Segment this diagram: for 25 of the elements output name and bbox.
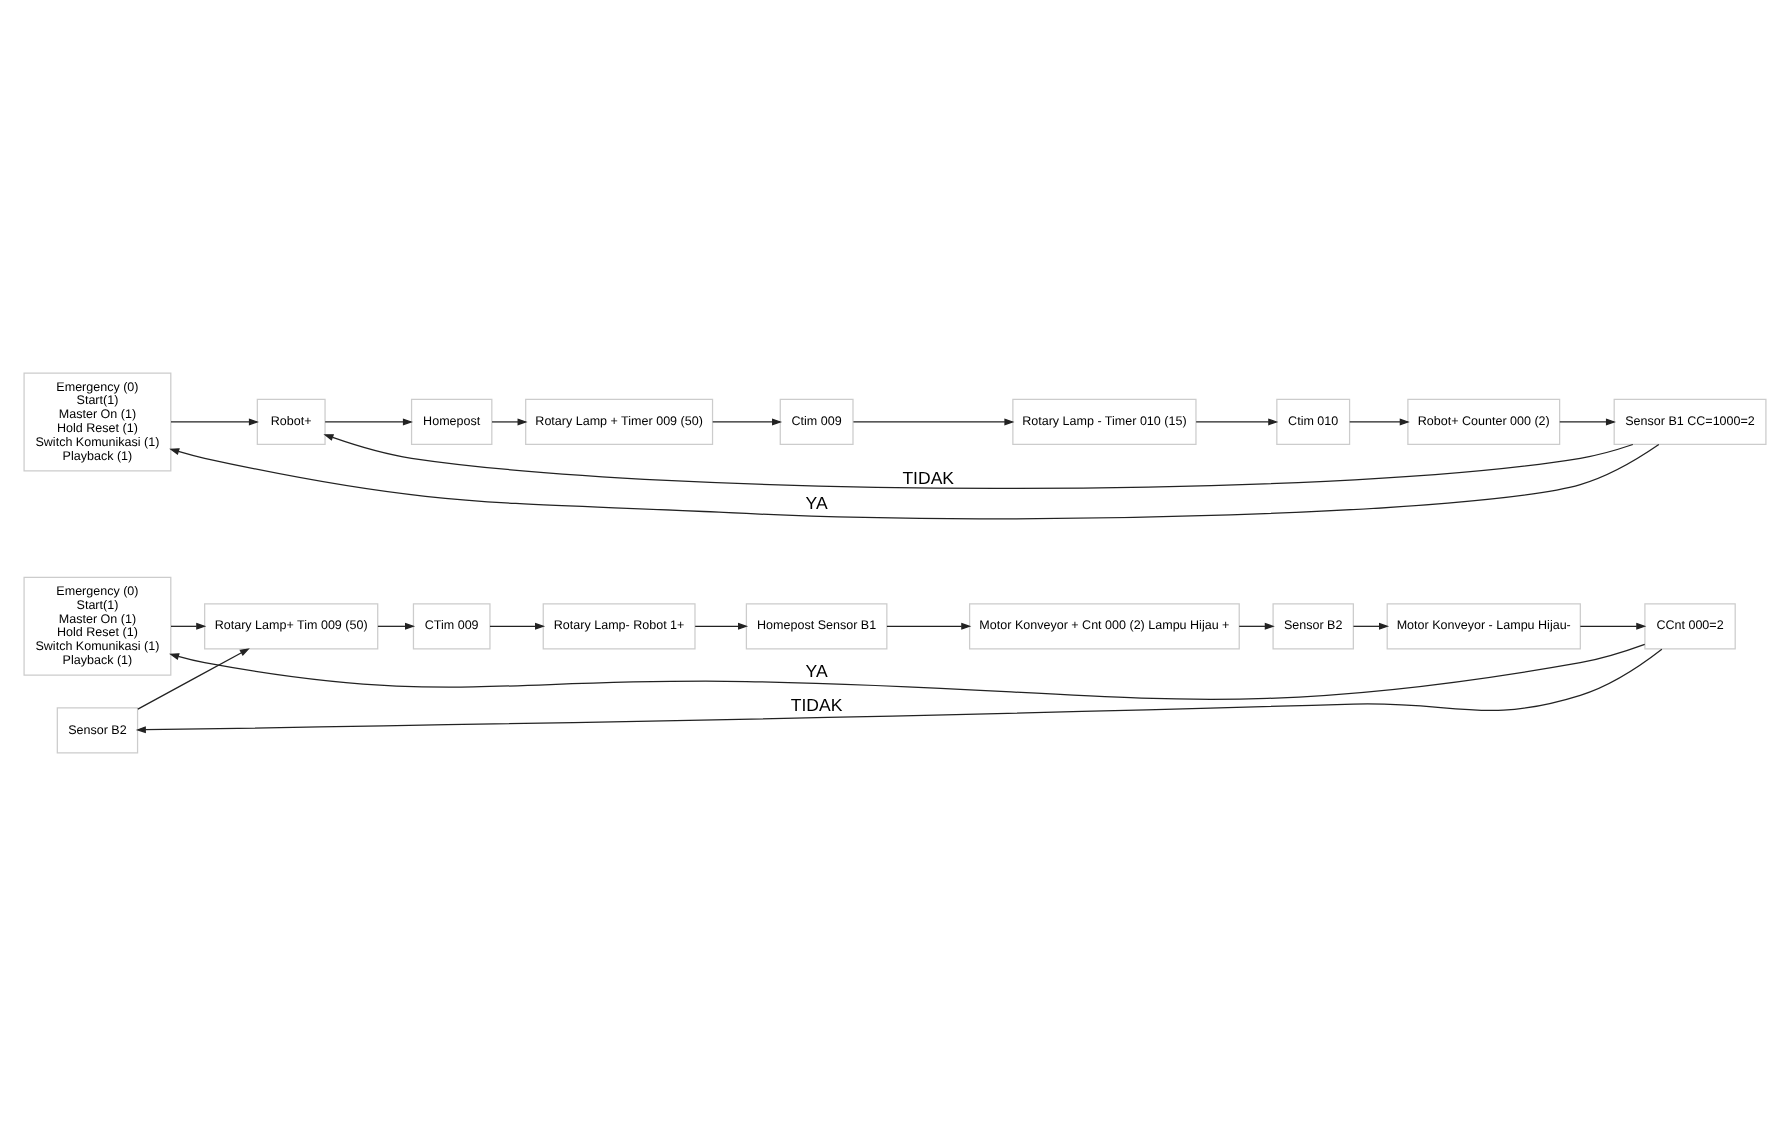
edge-label: TIDAK bbox=[902, 467, 955, 488]
arrow bbox=[886, 622, 972, 630]
arrow bbox=[489, 622, 546, 630]
arrow bbox=[852, 418, 1015, 426]
edge-label: TIDAK bbox=[790, 694, 843, 715]
edge-label: YA bbox=[805, 492, 828, 513]
arrow bbox=[491, 418, 528, 426]
arrow bbox=[137, 648, 250, 710]
arrow bbox=[1559, 418, 1616, 426]
arrow bbox=[712, 418, 783, 426]
arrow bbox=[1195, 418, 1279, 426]
arrow bbox=[1349, 418, 1410, 426]
arrow bbox=[135, 648, 1663, 734]
arrow bbox=[170, 418, 259, 426]
arrow bbox=[1579, 622, 1647, 630]
arrow bbox=[324, 418, 413, 426]
arrow bbox=[323, 434, 1634, 489]
arrow bbox=[169, 643, 1646, 700]
arrow bbox=[170, 622, 207, 630]
arrow bbox=[169, 443, 1660, 520]
arrow bbox=[1238, 622, 1275, 630]
edge-label: YA bbox=[805, 660, 828, 681]
arrow bbox=[694, 622, 749, 630]
arrow bbox=[1352, 622, 1390, 630]
arrow bbox=[377, 622, 416, 630]
